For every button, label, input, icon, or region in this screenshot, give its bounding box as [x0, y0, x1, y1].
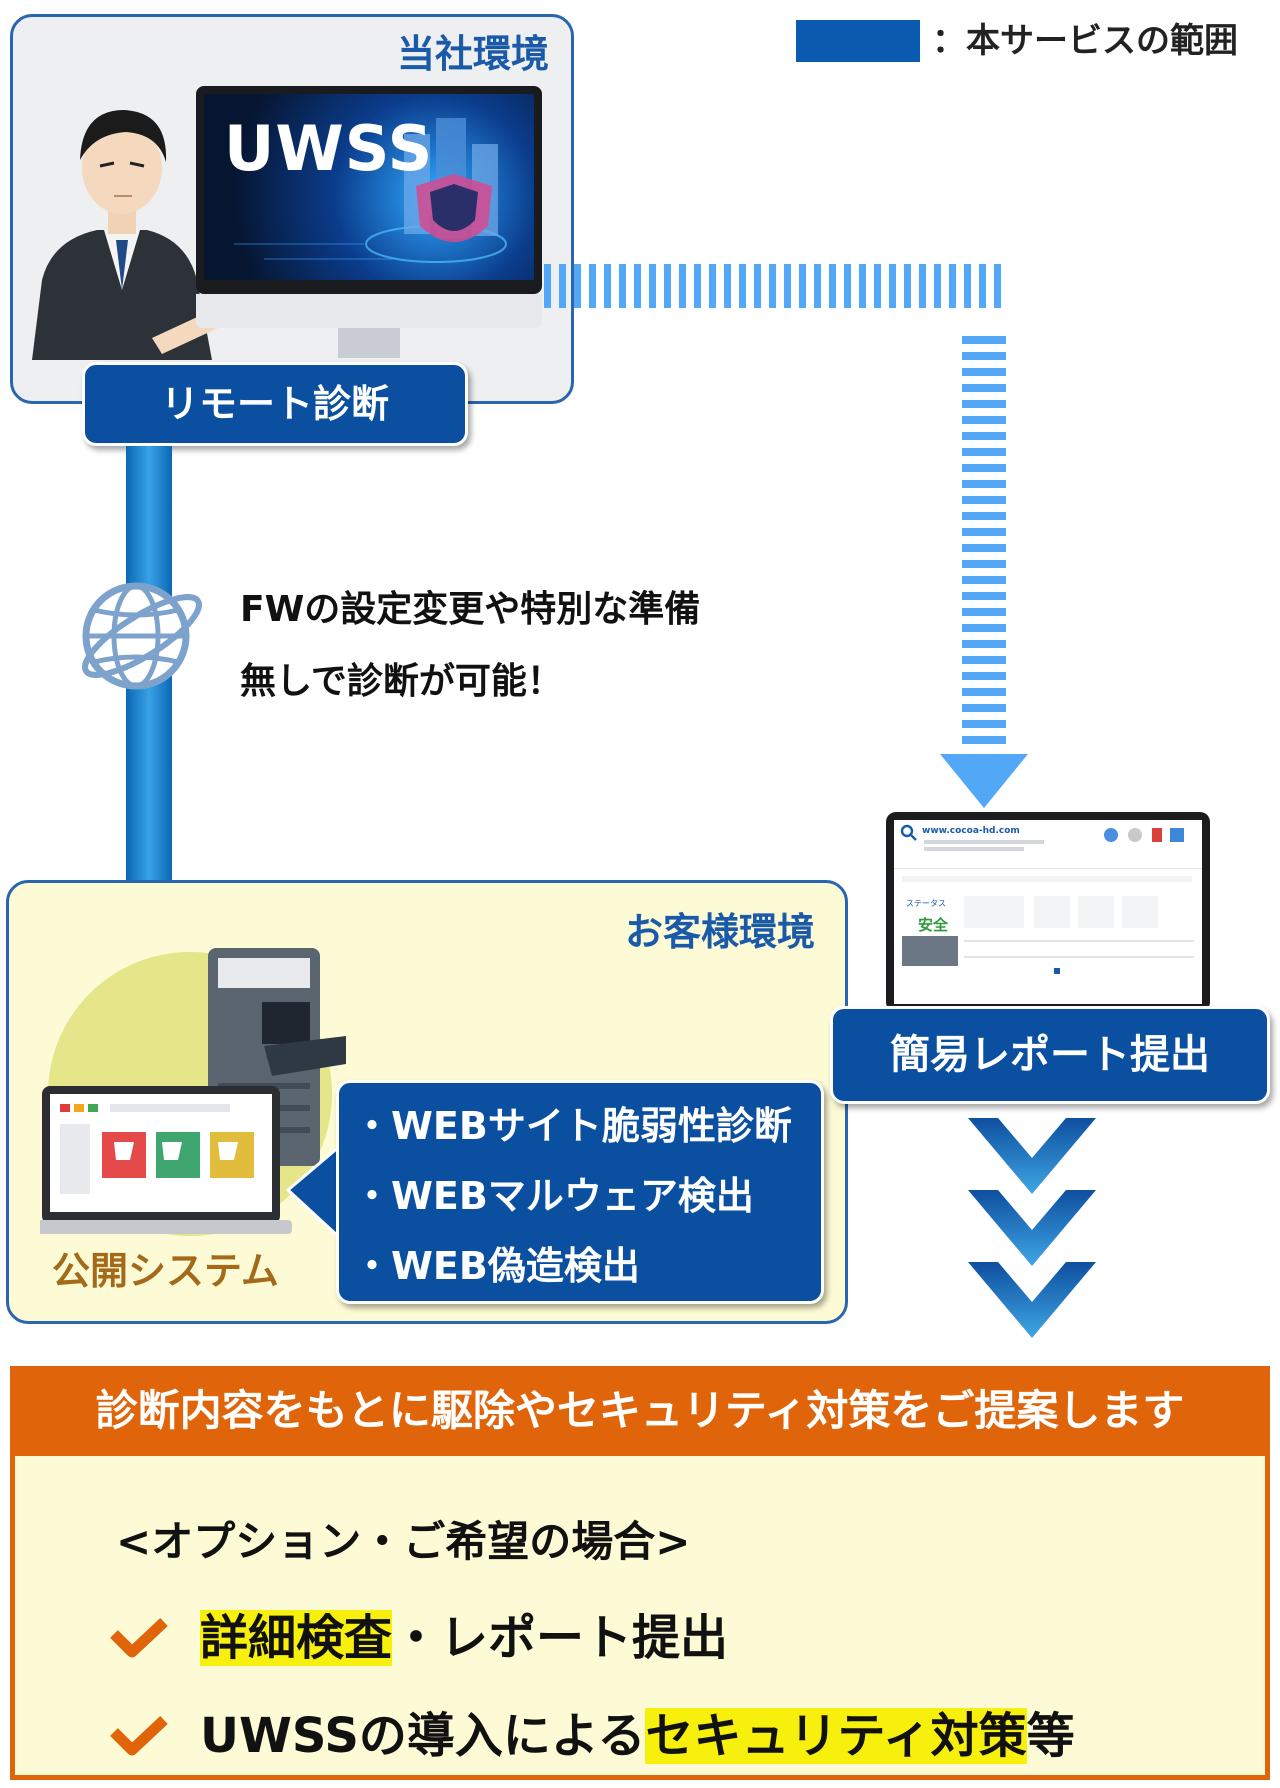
legend-text: ：本サービスの範囲	[932, 21, 1238, 61]
public-system-label: 公開システム	[52, 1249, 279, 1293]
company-environment-title: 当社環境	[396, 32, 549, 76]
monitor-stand	[338, 328, 400, 358]
service-range-dotted-path	[544, 264, 1028, 808]
report-dashboard-graphic	[894, 828, 1202, 974]
check-icon	[110, 1715, 168, 1756]
customer-environment-title: お客様環境	[624, 910, 815, 954]
note-line-2: 無しで診断が可能！	[240, 661, 563, 702]
note-line-1: FWの設定変更や特別な準備	[240, 589, 701, 630]
tablet-status-value: 安全	[918, 916, 949, 934]
globe-icon	[82, 582, 202, 690]
report-screen: www.cocoa-hd.com ステータス 安全	[894, 820, 1202, 1004]
simple-report-label: 簡易レポート提出	[830, 1006, 1270, 1104]
option-heading: <オプション・ご希望の場合>	[116, 1517, 691, 1566]
report-tablet: www.cocoa-hd.com ステータス 安全	[886, 812, 1210, 1012]
uwss-screen-label: UWSS	[224, 112, 434, 185]
monitor-chin	[196, 294, 542, 328]
search-icon	[900, 824, 917, 841]
service-item-forgery: ・WEB偽造検出	[353, 1244, 640, 1288]
public-system-illustration	[40, 948, 346, 1236]
remote-diagnosis-label: リモート診断	[82, 362, 468, 446]
monitor-screen: UWSS	[204, 94, 534, 280]
option-item-uwss-suffix: 等	[1026, 1708, 1075, 1764]
option-item-uwss-prefix: UWSSの導入による	[200, 1708, 646, 1764]
check-icon	[110, 1617, 168, 1658]
option-item-detailed: 詳細検査・レポート提出	[200, 1598, 728, 1668]
businessman-illustration	[32, 110, 218, 360]
services-box: ・WEBサイト脆弱性診断 ・WEBマルウェア検出 ・WEB偽造検出	[336, 1080, 824, 1304]
tablet-status-label: ステータス	[906, 899, 946, 908]
option-item-uwss-highlight: セキュリティ対策	[645, 1708, 1027, 1764]
proposal-header: 診断内容をもとに駆除やセキュリティ対策をご提案します	[10, 1366, 1270, 1456]
shield-circuit-graphic	[234, 118, 507, 263]
option-item-detailed-highlight: 詳細検査	[200, 1610, 393, 1666]
service-item-malware: ・WEBマルウェア検出	[353, 1174, 754, 1218]
monitor: UWSS	[196, 86, 542, 294]
legend-swatch	[796, 20, 920, 62]
option-item-detailed-rest: ・レポート提出	[392, 1610, 729, 1666]
service-item-vulnerability: ・WEBサイト脆弱性診断	[353, 1104, 792, 1148]
option-item-uwss: UWSSの導入によるセキュリティ対策等	[200, 1696, 1075, 1766]
tablet-url: www.cocoa-hd.com	[922, 826, 1020, 836]
chevron-down-icon	[968, 1118, 1096, 1338]
